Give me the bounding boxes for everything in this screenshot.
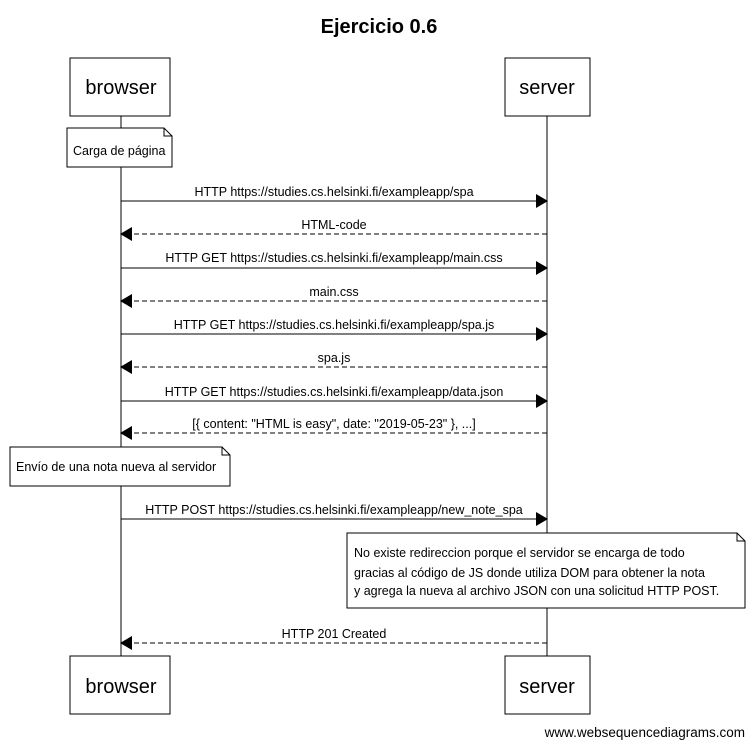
message-label: HTTP GET https://studies.cs.helsinki.fi/…	[174, 318, 495, 332]
message-label: HTML-code	[301, 218, 366, 232]
message-label: HTTP https://studies.cs.helsinki.fi/exam…	[194, 185, 473, 199]
message-label: [{ content: "HTML is easy", date: "2019-…	[192, 417, 475, 431]
message-label: HTTP GET https://studies.cs.helsinki.fi/…	[165, 385, 504, 399]
message-label: main.css	[309, 285, 358, 299]
message-http-201-created: HTTP 201 Created	[120, 627, 547, 650]
actor-server-top: server	[504, 57, 591, 117]
message-get-main-css: HTTP GET https://studies.cs.helsinki.fi/…	[121, 251, 548, 275]
message-label: HTTP POST https://studies.cs.helsinki.fi…	[145, 503, 523, 517]
footer-watermark: www.websequencediagrams.com	[544, 725, 745, 740]
message-label: HTTP 201 Created	[282, 627, 387, 641]
note-line: Envío de una nota nueva al servidor	[16, 460, 216, 474]
message-post-new-note: HTTP POST https://studies.cs.helsinki.fi…	[121, 503, 548, 526]
actor-server-top-label: server	[519, 77, 575, 99]
diagram-title: Ejercicio 0.6	[321, 16, 438, 38]
message-data-json-response: [{ content: "HTML is easy", date: "2019-…	[120, 417, 547, 440]
actor-browser-top: browser	[69, 57, 171, 117]
note-line: y agrega la nueva al archivo JSON con un…	[354, 584, 719, 598]
message-get-spa: HTTP https://studies.cs.helsinki.fi/exam…	[121, 185, 548, 208]
note-envio-nota: Envío de una nota nueva al servidor	[9, 446, 231, 487]
message-spa-js: spa.js	[120, 351, 547, 374]
actor-browser-bottom-label: browser	[85, 676, 156, 698]
actor-server-bottom: server	[504, 655, 591, 715]
message-html-code: HTML-code	[120, 218, 547, 241]
note-line: No existe redireccion porque el servidor…	[354, 546, 685, 560]
actor-browser-bottom: browser	[69, 655, 171, 715]
message-label: spa.js	[318, 351, 351, 365]
message-get-spa-js: HTTP GET https://studies.cs.helsinki.fi/…	[121, 318, 548, 341]
note-carga-de-pagina: Carga de página	[66, 127, 173, 168]
note-line: Carga de página	[73, 144, 165, 158]
actor-browser-top-label: browser	[85, 77, 156, 99]
message-get-data-json: HTTP GET https://studies.cs.helsinki.fi/…	[121, 385, 548, 408]
note-line: gracias al código de JS donde utiliza DO…	[354, 566, 705, 580]
note-sin-redireccion: No existe redireccion porque el servidor…	[346, 532, 746, 609]
message-main-css: main.css	[120, 285, 547, 308]
actor-server-bottom-label: server	[519, 676, 575, 698]
message-label: HTTP GET https://studies.cs.helsinki.fi/…	[165, 251, 502, 265]
